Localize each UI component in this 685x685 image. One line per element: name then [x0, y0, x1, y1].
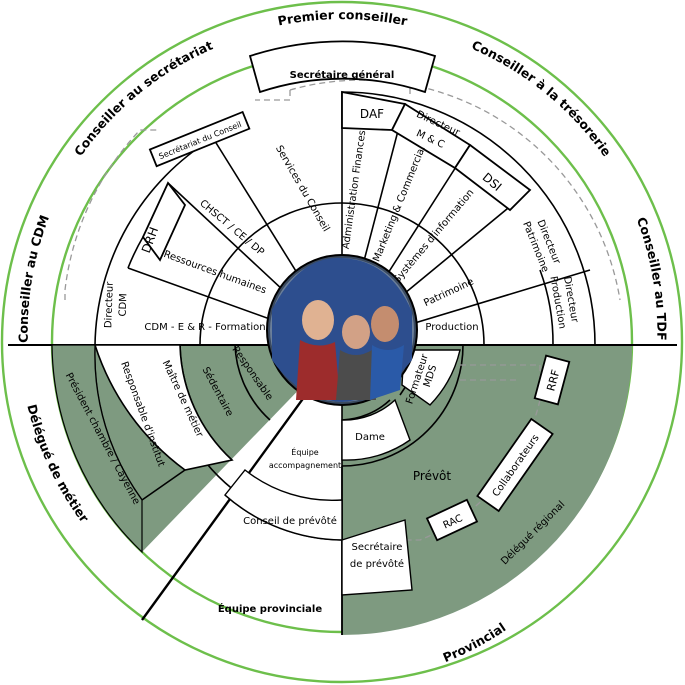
responsable-institut-box — [93, 344, 234, 471]
premier-conseiller-label: Premier conseiller — [276, 7, 409, 29]
dame-box — [341, 398, 411, 461]
president-chambre-box — [51, 344, 143, 554]
rrf-box: RRF — [533, 354, 571, 406]
conseil-prevote-label: Conseil de prévôté — [243, 515, 337, 527]
center-photo — [266, 254, 418, 406]
equipe-provinciale-label: Équipe provinciale — [218, 602, 323, 615]
cdm-formation-label: CDM - E & R - Formation — [144, 322, 265, 333]
directeur-cdm-label-2: CDM — [118, 293, 130, 317]
directeur-cdm-label-1: Directeur — [103, 281, 116, 329]
secretaire-prevote-label-2: de prévôté — [350, 558, 404, 570]
secretaire-prevote-box — [341, 519, 413, 596]
daf-label: DAF — [360, 107, 384, 121]
equipe-accompagnement-label-2: accompagnement — [269, 461, 341, 470]
directeur-cdm-label-group: Directeur CDM — [103, 281, 129, 329]
dame-label: Dame — [355, 432, 385, 443]
daf-box: DAF — [341, 90, 407, 131]
formateur-mds-box — [401, 349, 461, 406]
prevot-label: Prévôt — [413, 469, 452, 483]
secretaire-general-box: Secrétaire général — [248, 40, 437, 94]
equipe-accompagnement-label-1: Équipe — [291, 446, 319, 457]
rrf-label: RRF — [544, 368, 562, 392]
secretaire-prevote-label-1: Secrétaire — [352, 541, 403, 553]
production-label: Production — [425, 322, 478, 333]
dsi-box: DSI — [453, 143, 532, 212]
rac-box: RAC — [425, 498, 479, 542]
conseil-prevote-box — [224, 469, 343, 541]
drh-box: DRH — [139, 181, 187, 262]
secretaire-general-label: Secrétaire général — [290, 69, 395, 81]
